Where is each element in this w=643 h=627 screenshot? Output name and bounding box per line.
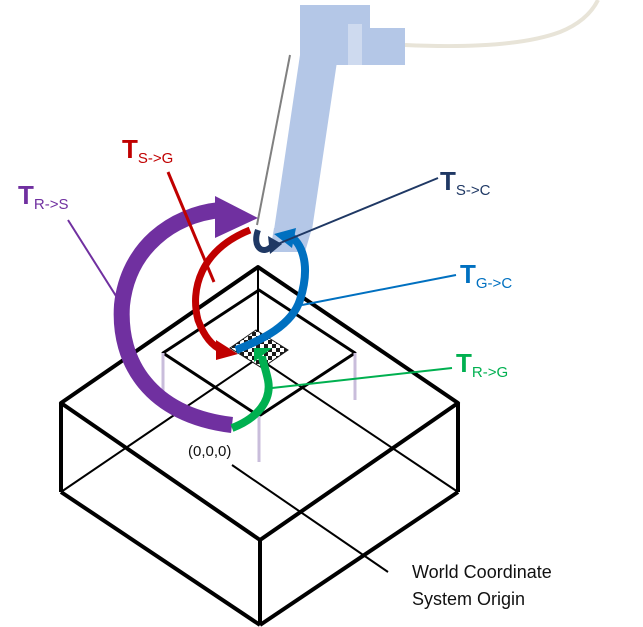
label-t-g-to-c: TG->C	[460, 259, 512, 292]
label-t-r-to-s: TR->S	[18, 180, 68, 213]
label-t-r-to-g: TR->G	[456, 348, 508, 381]
world-origin-label-line1: World Coordinate	[412, 562, 552, 582]
arrow-s-to-g	[192, 226, 252, 360]
robot-cable	[404, 0, 600, 49]
arrow-r-to-g	[230, 348, 273, 432]
robot-arm	[270, 5, 405, 252]
arrow-r-to-s	[113, 196, 258, 433]
leader-r-to-s	[67, 219, 129, 316]
leader-g-to-c	[301, 274, 457, 306]
leader-s-to-c	[267, 177, 439, 249]
label-t-s-to-g: TS->G	[122, 134, 173, 167]
label-t-s-to-c: TS->C	[440, 166, 491, 199]
camera-probe-line	[256, 54, 291, 226]
world-origin-label-line2: System Origin	[412, 589, 525, 609]
leader-r-to-g	[271, 367, 453, 389]
origin-coordinate-label: (0,0,0)	[188, 443, 231, 460]
support-legs	[161, 353, 357, 462]
arrow-g-to-c	[234, 228, 309, 354]
leader-s-to-g	[166, 171, 216, 283]
leader-origin	[231, 464, 389, 573]
